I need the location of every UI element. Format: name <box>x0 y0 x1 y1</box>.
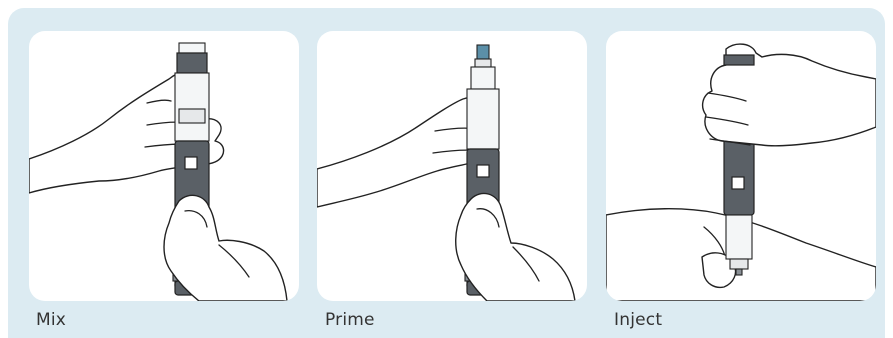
pen-cap <box>177 53 207 73</box>
pen-cartridge <box>175 73 209 141</box>
needle-holder <box>471 67 495 89</box>
right-hand <box>164 195 287 301</box>
right-hand <box>456 193 575 301</box>
inject-illustration-card <box>606 31 876 301</box>
needle-cap <box>477 45 489 59</box>
mix-illustration-card <box>29 31 299 301</box>
needle-holder <box>730 259 748 269</box>
needle <box>736 269 742 275</box>
prime-illustration <box>317 31 587 301</box>
mix-caption: Mix <box>36 310 66 330</box>
pen-cartridge <box>467 89 499 149</box>
pen-cartridge <box>726 215 752 259</box>
mix-illustration <box>29 31 299 301</box>
pen-button <box>724 55 754 65</box>
instruction-panel: Mix Prime <box>8 8 885 338</box>
dose-selector <box>477 165 489 177</box>
prime-illustration-card <box>317 31 587 301</box>
prime-caption: Prime <box>325 310 375 330</box>
inject-caption: Inject <box>614 310 662 330</box>
dose-selector <box>732 177 744 189</box>
pen-top <box>179 43 205 53</box>
dose-selector <box>185 157 197 169</box>
inject-illustration <box>606 31 876 301</box>
